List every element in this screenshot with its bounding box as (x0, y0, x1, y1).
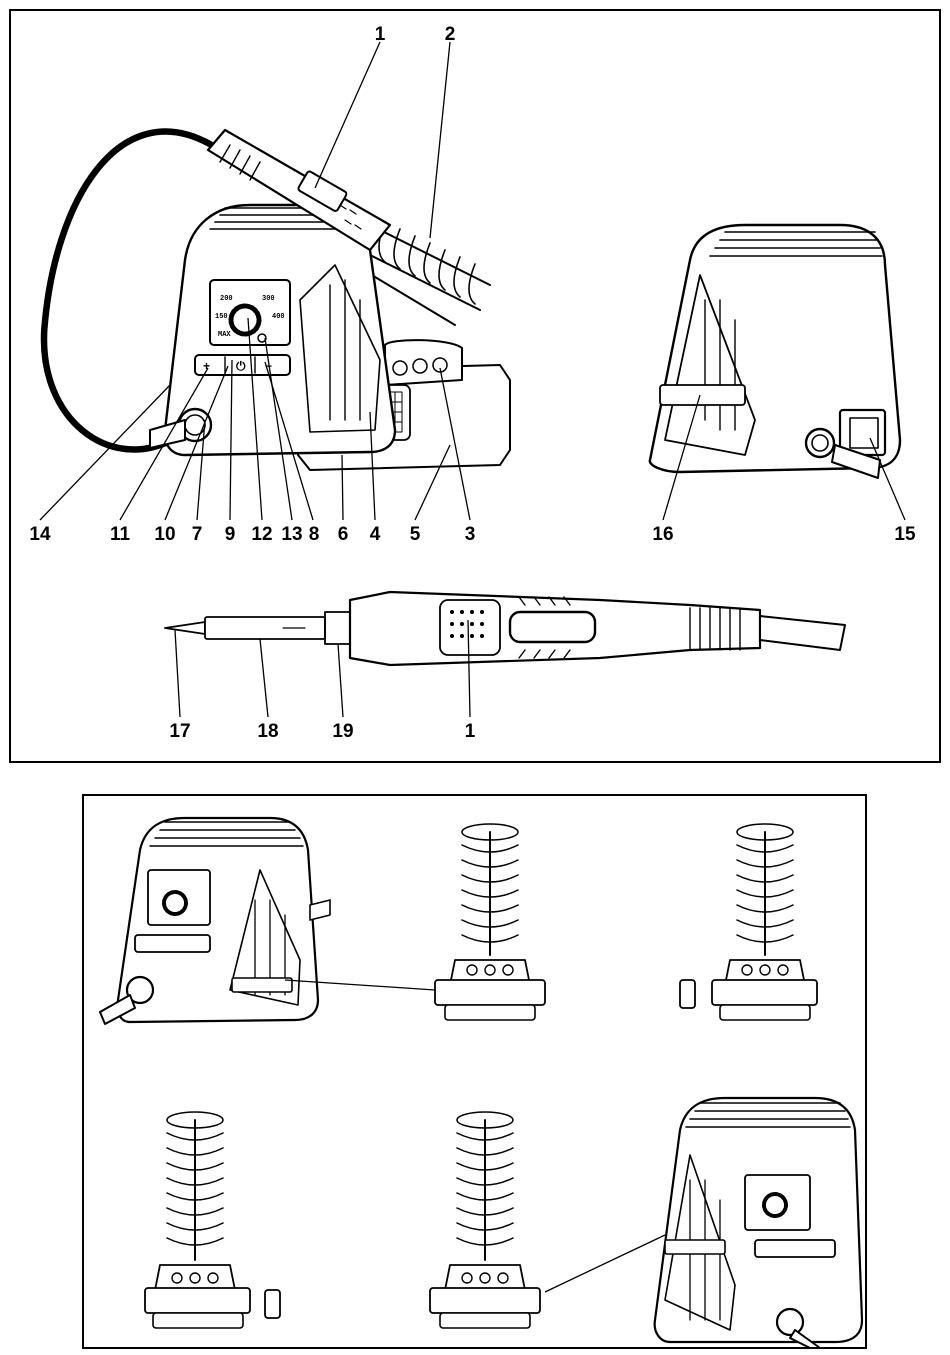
callout-11: 11 (110, 524, 131, 545)
callout-19: 19 (332, 721, 353, 742)
callout-1-top: 1 (375, 24, 386, 45)
callout-7: 7 (192, 524, 203, 545)
svg-text:200: 200 (220, 295, 233, 303)
station-right-mount-icon (655, 1098, 862, 1348)
soldering-iron-icon (165, 592, 845, 665)
stand-attached-icon (435, 824, 545, 1020)
callout-8: 8 (309, 524, 320, 545)
callout-12: 12 (251, 524, 272, 545)
svg-text:400: 400 (272, 313, 285, 321)
station-left-mount-icon (100, 818, 330, 1024)
stand-cap-removed-icon (680, 824, 817, 1020)
svg-text:MAX: MAX (218, 331, 231, 339)
panel-stand-mounting (83, 795, 866, 1348)
svg-text:⏻: ⏻ (236, 359, 246, 373)
callout-4: 4 (370, 524, 381, 545)
callout-14: 14 (29, 524, 51, 545)
svg-text:150: 150 (215, 313, 228, 321)
callout-6: 6 (338, 524, 349, 545)
callout-3: 3 (465, 524, 476, 545)
arrow-connector-2 (545, 1235, 665, 1292)
callout-5: 5 (410, 524, 421, 545)
callout-9: 9 (225, 524, 236, 545)
callout-18: 18 (257, 721, 278, 742)
callout-1-iron: 1 (465, 721, 476, 742)
svg-text:300: 300 (262, 295, 275, 303)
callout-15: 15 (894, 524, 916, 545)
callout-13: 13 (281, 524, 302, 545)
stand-cap-removed-right-icon (145, 1112, 280, 1328)
callout-16: 16 (652, 524, 673, 545)
callout-10: 10 (154, 524, 175, 545)
callout-2: 2 (445, 24, 456, 45)
stand-attach-left-icon (430, 1112, 540, 1328)
callout-17: 17 (169, 721, 190, 742)
